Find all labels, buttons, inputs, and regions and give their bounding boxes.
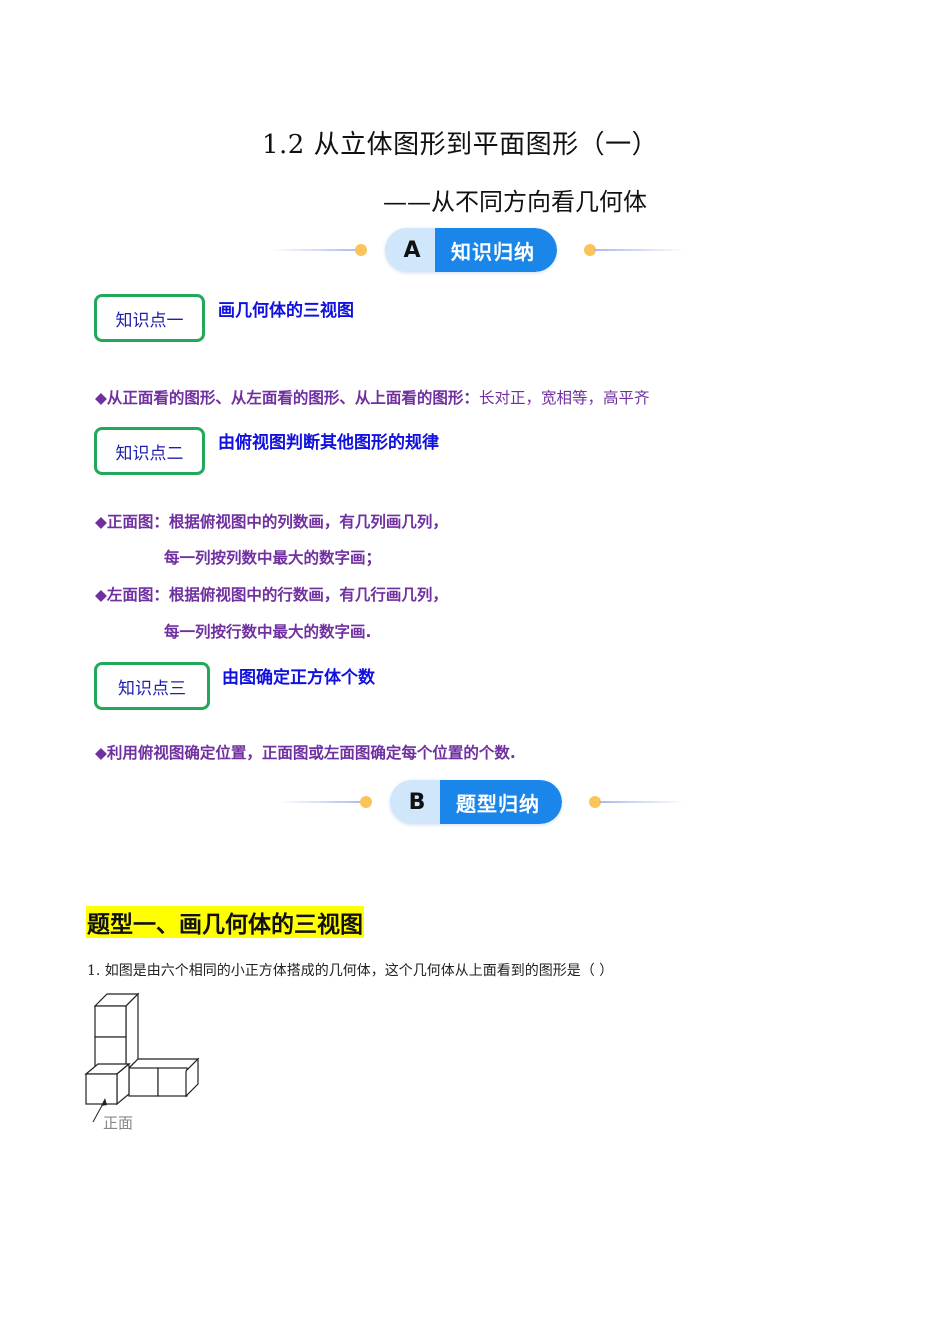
knowledge-point-badge: 知识点二 bbox=[94, 427, 205, 475]
question-type-heading: 题型一、画几何体的三视图 bbox=[86, 906, 364, 938]
section-pill: B 题型归纳 bbox=[390, 780, 562, 824]
question-text: 1. 如图是由六个相同的小正方体搭成的几何体，这个几何体从上面看到的图形是（ ） bbox=[87, 963, 614, 979]
figure-label-front: 正面 bbox=[103, 1114, 134, 1132]
section-letter: A bbox=[385, 228, 435, 272]
section-banner-a: A 知识归纳 bbox=[0, 228, 950, 272]
page-title: 1.2 从立体图形到平面图形（一） bbox=[262, 130, 659, 160]
knowledge-bullet: ◆左面图：根据俯视图中的行数画，有几行画几列， bbox=[95, 586, 448, 604]
knowledge-bullet: ◆从正面看的图形、从左面看的图形、从上面看的图形：长对正，宽相等，高平齐 bbox=[95, 386, 649, 408]
knowledge-bullet: 每一列按行数中最大的数字画. bbox=[164, 623, 372, 641]
section-pill: A 知识归纳 bbox=[385, 228, 557, 272]
dot-icon bbox=[355, 244, 367, 256]
divider-line bbox=[599, 801, 685, 803]
dot-icon bbox=[360, 796, 372, 808]
page-subtitle: ——从不同方向看几何体 bbox=[383, 188, 647, 216]
section-letter: B bbox=[390, 780, 440, 824]
dot-icon bbox=[584, 244, 596, 256]
divider-line bbox=[270, 249, 362, 251]
cube-figure bbox=[82, 988, 212, 1138]
knowledge-point-badge: 知识点一 bbox=[94, 294, 205, 342]
knowledge-bullet: ◆利用俯视图确定位置，正面图或左面图确定每个位置的个数. bbox=[95, 744, 516, 762]
knowledge-bullet: ◆正面图：根据俯视图中的列数画，有几列画几列， bbox=[95, 513, 448, 531]
knowledge-point-title: 由俯视图判断其他图形的规律 bbox=[218, 433, 439, 453]
dot-icon bbox=[589, 796, 601, 808]
knowledge-bullet: 每一列按列数中最大的数字画； bbox=[164, 549, 382, 567]
bullet-normal-text: 长对正，宽相等，高平齐 bbox=[478, 389, 650, 407]
section-label: 题型归纳 bbox=[440, 780, 562, 824]
divider-line bbox=[280, 801, 366, 803]
section-label: 知识归纳 bbox=[435, 228, 557, 272]
bullet-bold-text: ◆从正面看的图形、从左面看的图形、从上面看的图形： bbox=[95, 389, 479, 407]
knowledge-point-title: 由图确定正方体个数 bbox=[222, 668, 375, 688]
knowledge-point-title: 画几何体的三视图 bbox=[218, 301, 354, 321]
section-banner-b: B 题型归纳 bbox=[0, 780, 950, 824]
divider-line bbox=[594, 249, 686, 251]
knowledge-point-badge: 知识点三 bbox=[94, 662, 210, 710]
